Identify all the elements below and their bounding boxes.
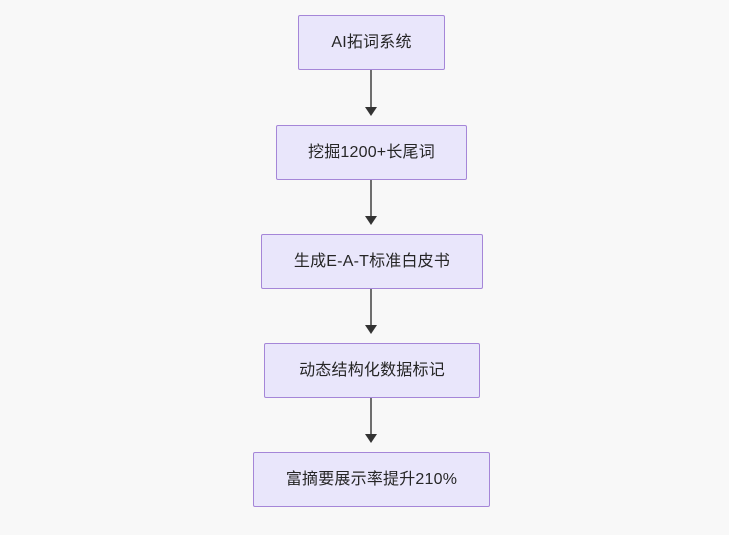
arrowhead-icon: [365, 216, 377, 225]
flowchart-node-2[interactable]: 挖掘1200+长尾词: [276, 125, 467, 180]
flowchart-node-5[interactable]: 富摘要展示率提升210%: [253, 452, 490, 507]
arrowhead-icon: [365, 107, 377, 116]
flowchart-node-3[interactable]: 生成E-A-T标准白皮书: [261, 234, 483, 289]
flowchart-node-1[interactable]: AI拓词系统: [298, 15, 445, 70]
flowchart-node-4[interactable]: 动态结构化数据标记: [264, 343, 480, 398]
edge-line: [370, 398, 372, 435]
flowchart-node-label: 生成E-A-T标准白皮书: [293, 252, 451, 270]
flowchart-node-label: 富摘要展示率提升210%: [285, 470, 458, 488]
arrowhead-icon: [365, 325, 377, 334]
edge-line: [370, 289, 372, 326]
flowchart-node-label: 挖掘1200+长尾词: [308, 143, 435, 161]
flowchart-node-label: AI拓词系统: [331, 33, 412, 51]
arrowhead-icon: [365, 434, 377, 443]
edge-line: [370, 70, 372, 108]
flowchart-node-label: 动态结构化数据标记: [299, 361, 445, 379]
edge-line: [370, 180, 372, 217]
